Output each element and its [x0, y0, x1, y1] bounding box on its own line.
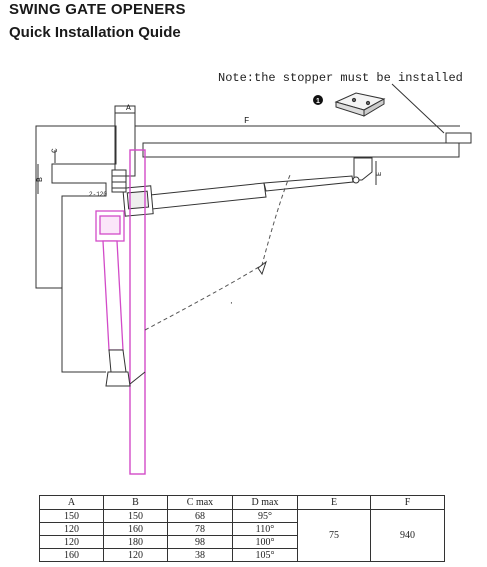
cell-e: 75: [297, 509, 371, 562]
page-subtitle: Quick Installation Quide: [9, 24, 181, 41]
col-header-d-max: D max: [232, 495, 298, 510]
gate-arm: [142, 142, 460, 158]
opener-arm-open: [95, 210, 125, 351]
table-row: 160 120 38 105°: [39, 548, 445, 562]
note-leader-line: [391, 83, 445, 134]
cell-a: 160: [39, 548, 104, 562]
stopper-marker-circle: [313, 95, 323, 105]
gate-open-position: [129, 149, 146, 475]
col-header-a: A: [39, 495, 104, 510]
stopper-marker-number: 1: [316, 98, 320, 105]
col-header-e: E: [297, 495, 371, 510]
cell-d-max: 95°: [232, 509, 298, 523]
dim-c-label: C: [51, 148, 60, 153]
col-header-f: F: [370, 495, 445, 510]
cell-c-max: 98: [167, 535, 233, 549]
dim-f-label: F: [244, 116, 249, 126]
front-bracket: [353, 157, 373, 181]
lower-swing-arc: [61, 288, 106, 373]
swing-arc-arrow: [257, 260, 267, 276]
gate-post: [114, 105, 136, 177]
rear-mount: [111, 169, 127, 193]
cell-c-max: 78: [167, 522, 233, 536]
col-header-c-max: C max: [167, 495, 233, 510]
installation-diagram: 1 A F C B E 2-120: [35, 83, 472, 475]
cell-a: 120: [39, 535, 104, 549]
dim-a-label: A: [126, 104, 131, 113]
cell-d-max: 110°: [232, 522, 298, 536]
stopper-icon: [334, 92, 386, 117]
cell-f: 940: [370, 509, 445, 562]
cell-d-max: 100°: [232, 535, 298, 549]
table-row: 150 150 68 95° 75 940: [39, 509, 445, 562]
cell-a: 120: [39, 522, 104, 536]
wall-outline: [35, 125, 117, 289]
cell-c-max: 68: [167, 509, 233, 523]
cell-b: 150: [103, 509, 168, 523]
table-row: 120 180 98 100°: [39, 535, 445, 549]
dim-small-label: 2-120: [89, 191, 107, 198]
opener-arm-closed: [122, 175, 354, 217]
center-mark: ·: [229, 299, 234, 308]
cell-d-max: 105°: [232, 548, 298, 562]
cell-b: 180: [103, 535, 168, 549]
front-mount-bolt: [352, 176, 360, 184]
opener-arm-open-rod: [105, 349, 131, 387]
spec-table: A B C max D max E F 150 150 68 95° 75 94…: [39, 495, 445, 562]
dim-b-label: B: [36, 177, 45, 182]
cell-a: 150: [39, 509, 104, 523]
col-header-b: B: [103, 495, 168, 510]
cell-c-max: 38: [167, 548, 233, 562]
lower-swing-line: [129, 371, 146, 385]
cell-b: 160: [103, 522, 168, 536]
stopper-note: Note:the stopper must be installed: [218, 71, 463, 85]
page-title: SWING GATE OPENERS: [9, 1, 186, 18]
spec-table-header-row: A B C max D max E F: [39, 495, 445, 510]
dim-e-label: E: [376, 172, 384, 176]
cell-b: 120: [103, 548, 168, 562]
gate-arm-end: [445, 132, 472, 144]
